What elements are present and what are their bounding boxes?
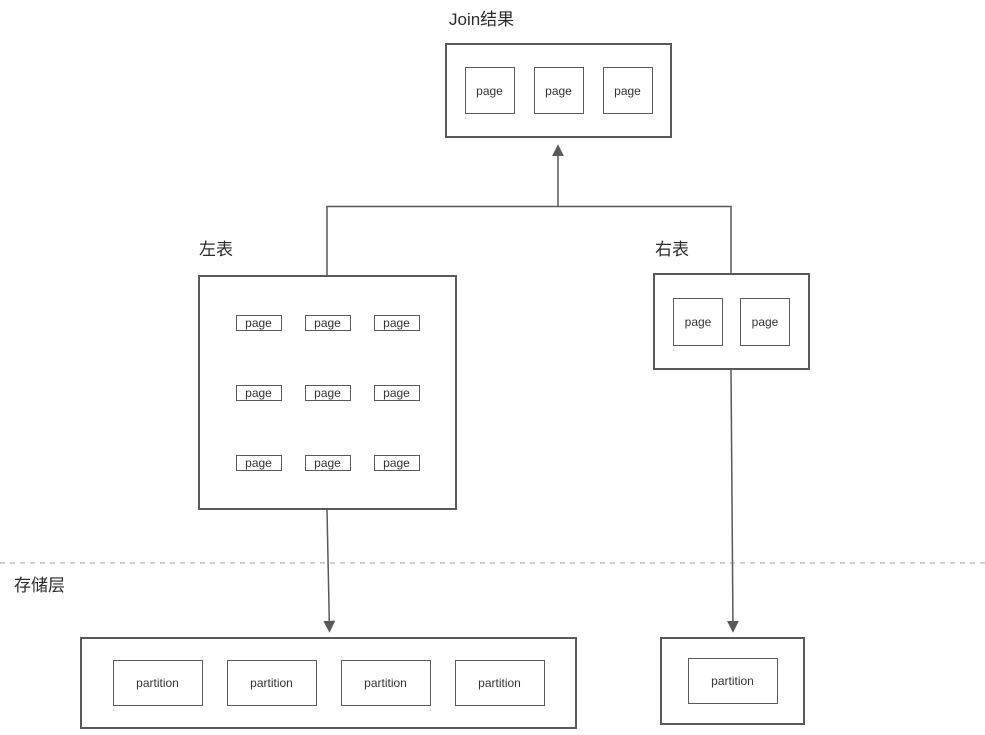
partition-cell: partition bbox=[226, 660, 317, 706]
left-partitions-box: partition partition partition partition bbox=[80, 637, 577, 729]
page-cell: page bbox=[304, 454, 351, 471]
page-cell: page bbox=[373, 384, 420, 401]
page-cell: page bbox=[533, 67, 584, 114]
partition-cell: partition bbox=[340, 660, 431, 706]
page-cell: page bbox=[464, 67, 515, 114]
partition-cell: partition bbox=[687, 658, 778, 704]
join-result-box: page page page bbox=[445, 43, 672, 138]
arrow-left-table-to-partitions bbox=[323, 509, 336, 633]
page-cell: page bbox=[740, 297, 790, 346]
left-table-box: page page page page page page page page … bbox=[198, 275, 457, 510]
page-cell: page bbox=[304, 314, 351, 331]
arrow-right-table-to-partition bbox=[726, 369, 739, 633]
page-cell: page bbox=[373, 314, 420, 331]
left-table-title: 左表 bbox=[199, 240, 233, 259]
right-table-title: 右表 bbox=[655, 240, 689, 259]
page-cell: page bbox=[602, 67, 653, 114]
page-cell: page bbox=[673, 297, 723, 346]
storage-layer-title: 存储层 bbox=[14, 576, 65, 595]
right-table-box: page page bbox=[653, 273, 810, 370]
page-cell: page bbox=[235, 384, 282, 401]
page-cell: page bbox=[373, 454, 420, 471]
page-cell: page bbox=[304, 384, 351, 401]
right-partition-box: partition bbox=[660, 637, 805, 725]
join-result-title: Join结果 bbox=[449, 10, 515, 29]
partition-cell: partition bbox=[454, 660, 545, 706]
page-cell: page bbox=[235, 454, 282, 471]
page-cell: page bbox=[235, 314, 282, 331]
partition-cell: partition bbox=[112, 660, 203, 706]
